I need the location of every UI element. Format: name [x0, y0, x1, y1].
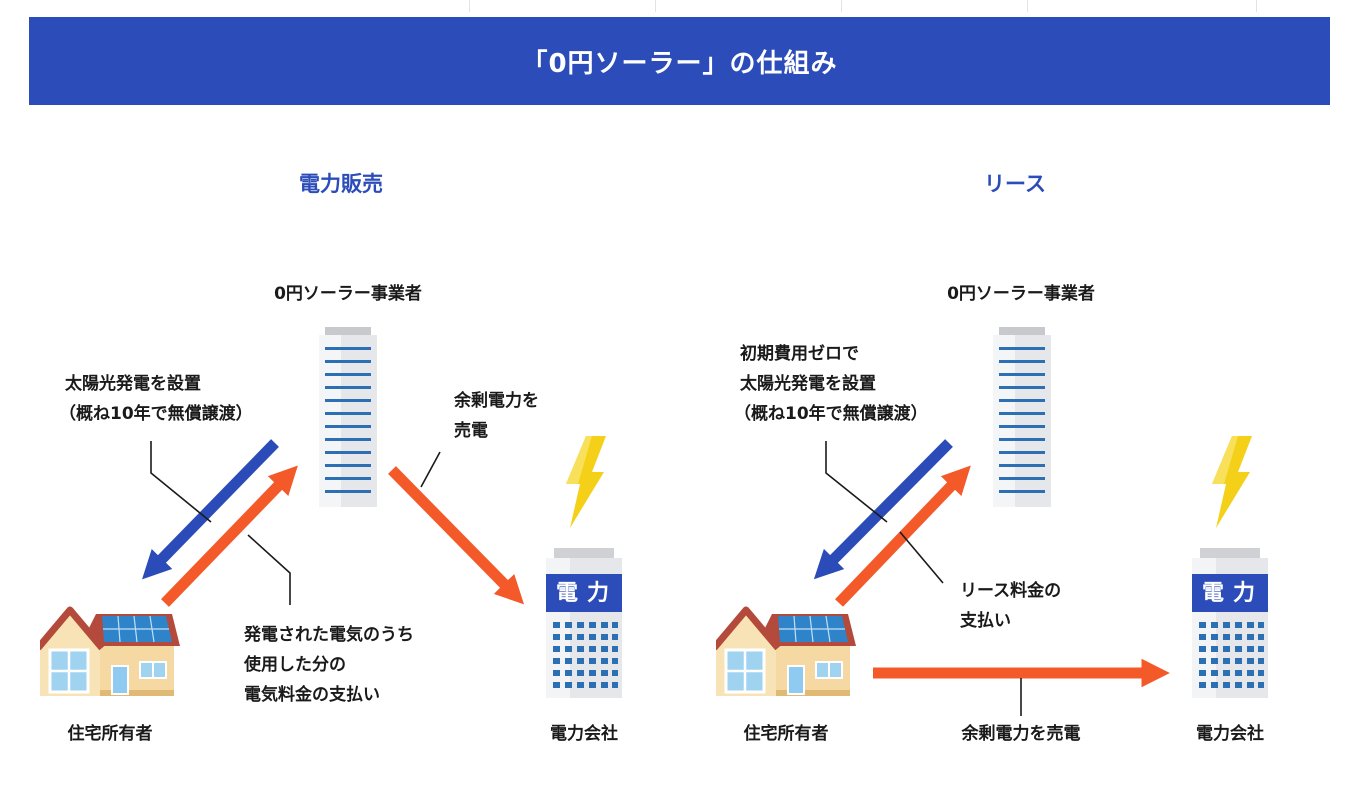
power-company-building-icon [546, 548, 622, 698]
section-title-lease: リース [984, 172, 1046, 196]
surplus-label: 余剰電力を売電 [961, 724, 1081, 744]
install-label-line: 太陽光発電を設置 [65, 374, 201, 394]
install-callout-line [825, 441, 888, 523]
lease-fee-label-line: 支払い [960, 611, 1011, 631]
install-label-line: 初期費用ゼロで [740, 344, 859, 364]
power-company-building-icon [1192, 548, 1268, 698]
power-company-sign: 電力 [555, 581, 618, 606]
table-divider [1256, 0, 1257, 12]
surplus-callout-line [420, 451, 441, 488]
surplus-arrow-orange [388, 466, 525, 605]
provider-label: 0円ソーラー事業者 [274, 284, 422, 304]
lease-fee-label: リース料金の 支払い [960, 576, 1061, 636]
solar-house-icon [714, 610, 856, 696]
lease-fee-arrow-orange [835, 465, 971, 607]
install-arrow-blue [142, 439, 279, 580]
top-table-edge [0, 0, 1360, 14]
provider-building-icon [993, 327, 1051, 507]
surplus-label-line: 売電 [454, 421, 488, 441]
table-divider [655, 0, 656, 12]
table-divider [469, 0, 470, 12]
surplus-label-line: 余剰電力を [454, 391, 539, 411]
provider-label: 0円ソーラー事業者 [947, 284, 1095, 304]
install-label: 初期費用ゼロで 太陽光発電を設置 （概ね10年で無償譲渡） [734, 339, 928, 429]
install-label-line: （概ね10年で無償譲渡） [734, 404, 928, 424]
diagram-banner: 「0円ソーラー」の仕組み [29, 17, 1330, 105]
payment-label-line: 使用した分の [244, 655, 346, 675]
section-title-sale: 電力販売 [299, 172, 383, 196]
payment-label: 発電された電気のうち 使用した分の 電気料金の支払い [244, 620, 414, 710]
payment-label-line: 発電された電気のうち [244, 625, 414, 645]
payment-callout-line [247, 534, 291, 605]
lease-fee-callout-line [899, 531, 944, 584]
lightning-bolt-icon [566, 436, 606, 528]
lightning-bolt-icon [1212, 436, 1252, 528]
power-company-label: 電力会社 [550, 724, 618, 744]
surplus-label: 余剰電力を 売電 [454, 386, 539, 446]
homeowner-label: 住宅所有者 [743, 724, 829, 744]
payment-arrow-orange [161, 465, 298, 607]
install-arrow-blue [813, 439, 953, 580]
homeowner-label: 住宅所有者 [67, 724, 153, 744]
payment-label-line: 電気料金の支払い [244, 685, 380, 705]
lease-fee-label-line: リース料金の [960, 581, 1062, 601]
power-company-label: 電力会社 [1196, 724, 1264, 744]
install-callout-line [150, 441, 212, 523]
install-label-line: （概ね10年で無償譲渡） [59, 404, 253, 424]
install-label-line: 太陽光発電を設置 [740, 374, 876, 394]
table-divider [841, 0, 842, 12]
install-label: 太陽光発電を設置 （概ね10年で無償譲渡） [59, 369, 253, 429]
provider-building-icon [319, 327, 377, 507]
table-divider [1027, 0, 1028, 12]
solar-house-icon [38, 610, 180, 696]
power-company-sign: 電力 [1201, 581, 1264, 606]
banner-title: 「0円ソーラー」の仕組み [521, 48, 838, 79]
